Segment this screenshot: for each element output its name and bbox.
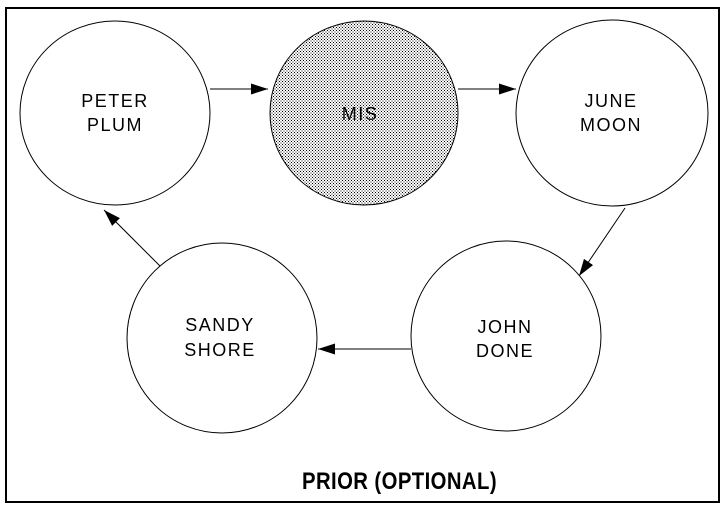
edge-june-moon-to-john-done-arrow (578, 207, 626, 277)
node-john-done-circle (410, 240, 602, 432)
node-sandy-shore-circle (126, 242, 318, 434)
node-peter-plum-label-line2: PLUM (87, 115, 143, 135)
edge-sandy-shore-to-peter-plum-arrow (103, 209, 161, 267)
node-sandy-shore: SANDY SHORE (126, 242, 318, 434)
node-mis-label: MIS (342, 104, 379, 124)
node-june-moon: JUNE MOON (515, 19, 709, 207)
diagram-frame (5, 7, 720, 503)
node-john-done-label-line1: JOHN (478, 317, 533, 337)
node-june-moon-label-line1: JUNE (584, 91, 637, 111)
node-john-done: JOHN DONE (410, 240, 602, 432)
node-john-done-label-line2: DONE (476, 341, 534, 361)
node-sandy-shore-label-line2: SHORE (184, 340, 256, 360)
caption-prior-optional: PRIOR (OPTIONAL) (302, 468, 497, 495)
node-june-moon-circle (515, 19, 709, 207)
node-mis-circle (269, 20, 459, 206)
node-peter-plum: PETER PLUM (19, 20, 211, 206)
node-mis: MIS (269, 20, 459, 206)
node-peter-plum-label-line1: PETER (81, 91, 149, 111)
node-june-moon-label-line2: MOON (580, 115, 642, 135)
node-sandy-shore-label-line1: SANDY (185, 315, 255, 335)
node-peter-plum-circle (19, 20, 211, 206)
